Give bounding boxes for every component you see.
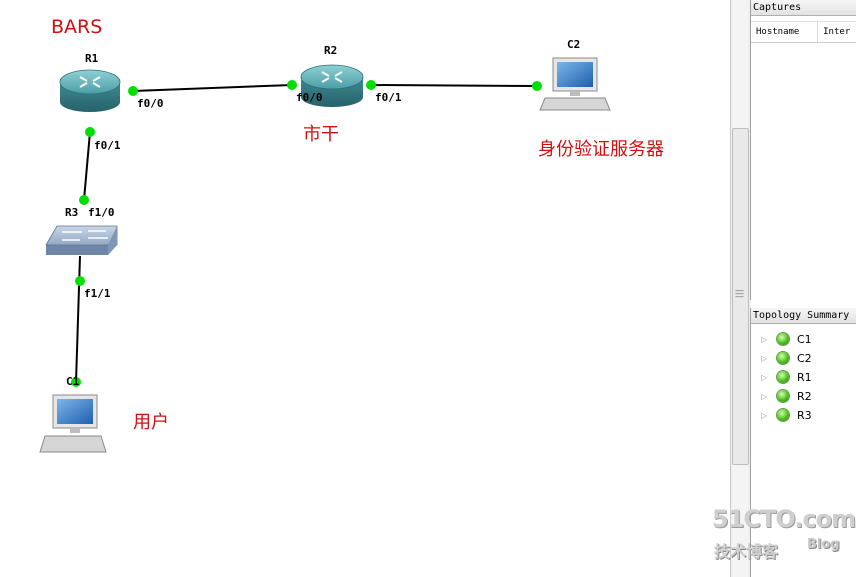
port-dot-c2 xyxy=(532,81,542,91)
pc-c2-icon[interactable] xyxy=(539,57,611,111)
captures-panel: Captures Hostname Inter xyxy=(750,0,856,300)
status-green-icon xyxy=(777,409,789,421)
expand-arrow-icon[interactable]: ▷ xyxy=(761,354,768,363)
topology-links xyxy=(39,57,611,453)
annotation-user[interactable]: 用户 xyxy=(133,412,169,433)
expand-arrow-icon[interactable]: ▷ xyxy=(761,392,768,401)
column-hostname[interactable]: Hostname xyxy=(751,22,819,42)
tree-item-label: C1 xyxy=(797,333,812,346)
tree-item-label: R2 xyxy=(797,390,812,403)
link-r3-c1[interactable] xyxy=(75,255,81,383)
tree-item-r3[interactable]: ▷ R3 xyxy=(751,406,856,425)
port-label-r1-f00: f0/0 xyxy=(137,97,164,110)
node-label-c1: C1 xyxy=(66,375,80,388)
port-dot-r2-f01 xyxy=(366,80,376,90)
port-dot-c1 xyxy=(71,377,81,387)
captures-header: Hostname Inter xyxy=(751,21,856,43)
port-label-r1-f01: f0/1 xyxy=(94,139,121,152)
status-green-icon xyxy=(777,333,789,345)
watermark-site: 51CTO.com xyxy=(712,505,856,533)
node-label-r3: R3 xyxy=(65,206,79,219)
status-green-icon xyxy=(777,371,789,383)
grip-icon: ——— xyxy=(735,286,744,302)
tree-item-c1[interactable]: ▷ C1 xyxy=(751,330,856,349)
node-label-r2: R2 xyxy=(324,44,338,57)
status-green-icon xyxy=(777,352,789,364)
node-label-c2: C2 xyxy=(567,38,581,51)
port-dot-r2-f00 xyxy=(287,80,297,90)
captures-title: Captures xyxy=(751,0,856,16)
port-dot-r3-f11 xyxy=(75,276,85,286)
tree-item-label: R3 xyxy=(797,409,812,422)
vertical-scrollbar[interactable]: ——— xyxy=(730,0,751,577)
topology-summary-title: Topology Summary xyxy=(751,308,856,324)
status-green-icon xyxy=(777,390,789,402)
expand-arrow-icon[interactable]: ▷ xyxy=(761,411,768,420)
router-r2-icon[interactable] xyxy=(300,64,364,107)
annotation-bars[interactable]: BARS xyxy=(51,16,103,38)
port-dot-r3-f10 xyxy=(79,195,89,205)
expand-arrow-icon[interactable]: ▷ xyxy=(761,335,768,344)
topology-summary-panel: Topology Summary ▷ C1 ▷ C2 ▷ R1 ▷ R2 ▷ R… xyxy=(750,308,856,577)
port-label-r3-f11: f1/1 xyxy=(84,287,111,300)
link-r2-c2[interactable] xyxy=(370,84,538,87)
link-r1-r2[interactable] xyxy=(132,84,293,92)
pc-c1-icon[interactable] xyxy=(39,394,107,453)
scrollbar-thumb[interactable] xyxy=(732,128,749,465)
port-label-r2-f01: f0/1 xyxy=(375,91,402,104)
topology-canvas[interactable]: BARS 市干 身份验证服务器 用户 R1 R2 C2 R3 C1 f0/0 f… xyxy=(0,0,730,577)
tree-item-label: R1 xyxy=(797,371,812,384)
port-dot-r1-f01 xyxy=(85,127,95,137)
annotation-city-dry[interactable]: 市干 xyxy=(303,124,339,145)
tree-item-label: C2 xyxy=(797,352,812,365)
router-r1-icon[interactable] xyxy=(59,69,121,112)
switch-r3-icon[interactable] xyxy=(45,225,118,255)
port-label-r2-f00: f0/0 xyxy=(296,91,323,104)
tree-item-r1[interactable]: ▷ R1 xyxy=(751,368,856,387)
expand-arrow-icon[interactable]: ▷ xyxy=(761,373,768,382)
tree-item-c2[interactable]: ▷ C2 xyxy=(751,349,856,368)
watermark-logo: 51CTO.com 技术博客 Blog xyxy=(712,505,856,565)
watermark-subtitle: 技术博客 xyxy=(714,542,779,561)
port-label-r3-f10: f1/0 xyxy=(88,206,115,219)
link-r1-r3[interactable] xyxy=(83,131,91,201)
tree-item-r2[interactable]: ▷ R2 xyxy=(751,387,856,406)
watermark-blog: Blog xyxy=(807,537,840,552)
node-label-r1: R1 xyxy=(85,52,99,65)
annotation-auth-server[interactable]: 身份验证服务器 xyxy=(538,139,664,160)
port-dot-r1-f00 xyxy=(128,86,138,96)
column-interface[interactable]: Inter xyxy=(823,27,851,37)
